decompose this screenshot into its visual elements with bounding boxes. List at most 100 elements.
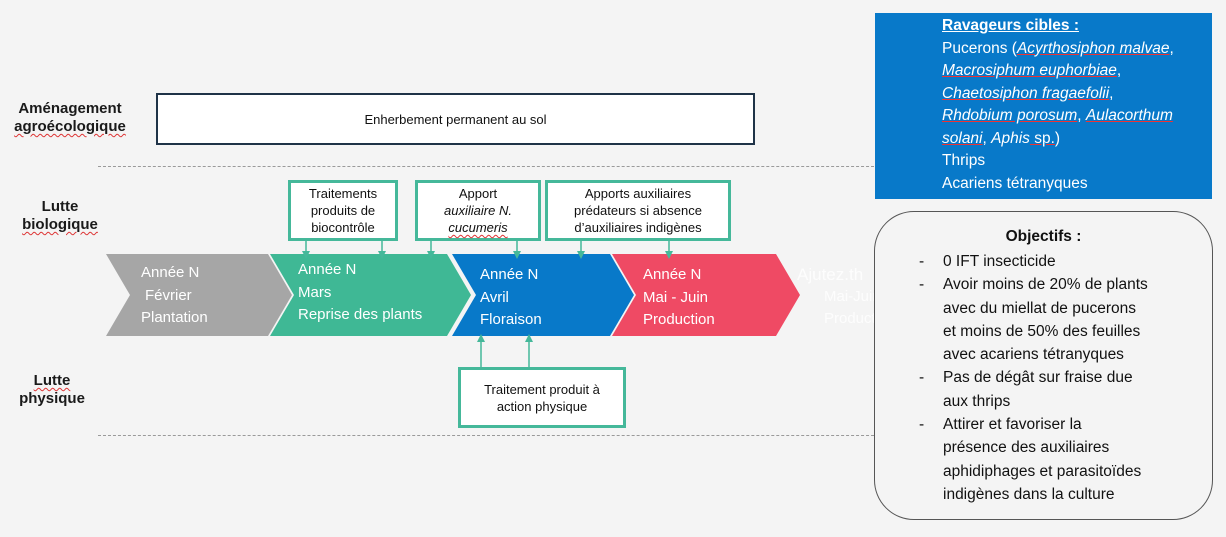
objectif-item: - Avoir moins de 20% de plants avec du m… (875, 273, 1212, 366)
traitement-physique-box: Traitement produit à action physique (458, 367, 626, 428)
chevron-avril-text: Année N Avril Floraison (480, 264, 542, 332)
apports-auxiliaires-box: Apports auxiliaires prédateurs si absenc… (545, 180, 731, 241)
apports-line1: Apports auxiliaires (584, 186, 692, 201)
objectif-2-line1: Avoir moins de 20% de plants (943, 276, 1148, 294)
apport-line3-text: cucumeris (448, 220, 508, 235)
row-label-amenagement-line2: agroécologique (14, 118, 126, 135)
ravageurs-l4-mid: , (1077, 107, 1086, 124)
objectif-3-line2: aux thrips (943, 392, 1011, 410)
ghost-placeholder-text: Ajutez.th Mai-Juin Production 2ème (797, 264, 877, 330)
physique-line2: action physique (496, 398, 588, 414)
chevron-mai-juin-line1: Année N (643, 266, 702, 283)
chevron-mai-juin-line2: Mai - Juin (643, 288, 709, 306)
ravageurs-l4-species-b: Aulacorthum (1085, 107, 1173, 124)
row-label-amenagement: Aménagement agroécologique (6, 100, 134, 136)
ravageurs-acariens: Acariens tétranyques (942, 174, 1088, 192)
apports-line3: d’auxiliaires indigènes (574, 220, 702, 235)
row-label-lutte-physique: Lutte physique (10, 372, 94, 408)
chevron-avril-line3: Floraison (480, 311, 542, 328)
apport-auxiliaire-box: Apport auxiliaire N. cucumeris (415, 180, 541, 241)
ravageurs-title: Ravageurs cibles : (942, 17, 1079, 34)
objectif-4-line2: présence des auxiliaires (943, 439, 1110, 457)
ravageurs-l1-pre: Pucerons ( (942, 39, 1017, 57)
apport-line2-text: auxiliaire N. (444, 203, 512, 218)
chevron-avril-line2: Avril (480, 288, 509, 306)
objectif-3-line1: Pas de dégât sur fraise due (943, 369, 1133, 387)
ravageurs-l2-post: , (1116, 62, 1122, 79)
ravageurs-l1-post: , (1169, 39, 1174, 57)
objectif-bullet: - (919, 369, 925, 387)
chevron-mars-text: Année N Mars Reprise des plants (298, 259, 422, 327)
ravageurs-line3: Chaetosiphon fragaefolii, (942, 83, 1212, 106)
enherbement-box: Enherbement permanent au sol (156, 93, 755, 145)
objectif-item: - Pas de dégât sur fraise due aux thrips (875, 366, 1212, 413)
objectif-4-line1: Attirer et favoriser la (943, 416, 1082, 434)
traitements-line2: produits de (310, 203, 376, 218)
ravageurs-cibles-box: Ravageurs cibles : Pucerons (Acyrthosiph… (875, 13, 1212, 199)
row-label-lutte-bio-line2: biologique (22, 216, 98, 233)
ravageurs-l4-species-a: Rhdobium porosum (942, 107, 1078, 124)
row-label-lutte-phys-line2: physique (19, 390, 85, 407)
ravageurs-l1-species: Acyrthosiphon malvae (1016, 39, 1170, 57)
objectif-2-line3: et moins de 50% des feuilles (943, 322, 1141, 340)
traitements-line3: biocontrôle (311, 220, 375, 235)
chevron-mars-line3: Reprise des plants (298, 306, 423, 323)
chevron-avril (452, 254, 634, 336)
ravageurs-l2-species: Macrosiphum euphorbiae (942, 62, 1117, 79)
chevron-mars-line2: Mars (298, 283, 332, 301)
objectif-2-line2: avec du miellat de pucerons (943, 299, 1137, 317)
chevron-fevrier-line2: Février (145, 286, 192, 304)
objectif-item: - Attirer et favoriser la présence des a… (875, 413, 1212, 506)
ravageurs-thrips: Thrips (942, 152, 986, 169)
chevron-fevrier-text: Année N Février Plantation (141, 262, 208, 330)
chevron-mai-juin-text: Année N Mai - Juin Production (643, 264, 715, 332)
apport-line2: auxiliaire N. (444, 202, 512, 219)
enherbement-text: Enherbement permanent au sol (364, 111, 547, 127)
row-label-lutte-bio-line1: Lutte (41, 198, 79, 215)
ravageurs-l5-sp: sp. (1029, 129, 1055, 147)
ravageurs-l3-post: , (1109, 84, 1114, 102)
apport-line1: Apport (458, 186, 498, 201)
separator-bottom (98, 435, 884, 436)
objectifs-list: - 0 IFT insecticide - Avoir moins de 20%… (875, 250, 1212, 506)
chevron-mai-juin-line3: Production (643, 311, 715, 328)
traitements-biocontrole-box: Traitements produits de biocontrôle (288, 180, 398, 241)
chevron-mars-line1: Année N (298, 261, 357, 278)
row-label-amenagement-line1: Aménagement (18, 100, 122, 117)
physique-line1: Traitement produit à (484, 381, 600, 397)
ravageurs-line5: solani, Aphis sp.) (942, 128, 1212, 151)
ravageurs-line1: Pucerons (Acyrthosiphon malvae, (942, 38, 1212, 61)
objectifs-box: Objectifs : - 0 IFT insecticide - Avoir … (874, 211, 1213, 520)
chevron-avril-line1: Année N (480, 266, 539, 283)
traitements-line1: Traitements (308, 186, 378, 201)
timeline-graphic (106, 241, 800, 368)
ravageurs-l5-species-b: Aphis (991, 129, 1030, 147)
ravageurs-l5-post: ) (1054, 129, 1061, 147)
chevron-mai-juin (612, 254, 800, 336)
objectif-item: - 0 IFT insecticide (875, 250, 1212, 273)
chevron-fevrier (106, 254, 292, 336)
objectifs-title: Objectifs : (1005, 228, 1082, 245)
objectif-bullet: - (919, 416, 925, 434)
row-label-lutte-biologique: Lutte biologique (10, 198, 110, 234)
objectif-bullet: - (919, 253, 925, 270)
separator-top (98, 166, 884, 167)
ghost-line2: Mai-Juin (824, 288, 877, 305)
ravageurs-line4: Rhdobium porosum, Aulacorthum (942, 105, 1212, 128)
objectif-bullet: - (919, 276, 925, 294)
chevron-fevrier-line3: Plantation (141, 309, 208, 326)
ravageurs-l3-species: Chaetosiphon fragaefolii (942, 84, 1110, 102)
ghost-line1: Ajutez.th (797, 265, 864, 284)
objectif-2-line4: avec acariens tétranyques (943, 346, 1124, 364)
apport-line3: cucumeris (448, 219, 507, 236)
chevron-mars (270, 254, 471, 336)
ravageurs-l5-mid: , (982, 129, 992, 147)
objectif-4-line4: indigènes dans la culture (943, 485, 1115, 503)
apports-line2: prédateurs si absence (574, 203, 702, 218)
chevron-fevrier-line1: Année N (141, 264, 200, 281)
objectif-1-line1: 0 IFT insecticide (943, 253, 1056, 270)
objectif-4-line3: aphidiphages et parasitoïdes (943, 462, 1142, 480)
ravageurs-l5-species-a: solani (942, 129, 983, 147)
row-label-lutte-phys-line1: Lutte (33, 372, 71, 389)
ravageurs-line2: Macrosiphum euphorbiae, (942, 60, 1212, 83)
